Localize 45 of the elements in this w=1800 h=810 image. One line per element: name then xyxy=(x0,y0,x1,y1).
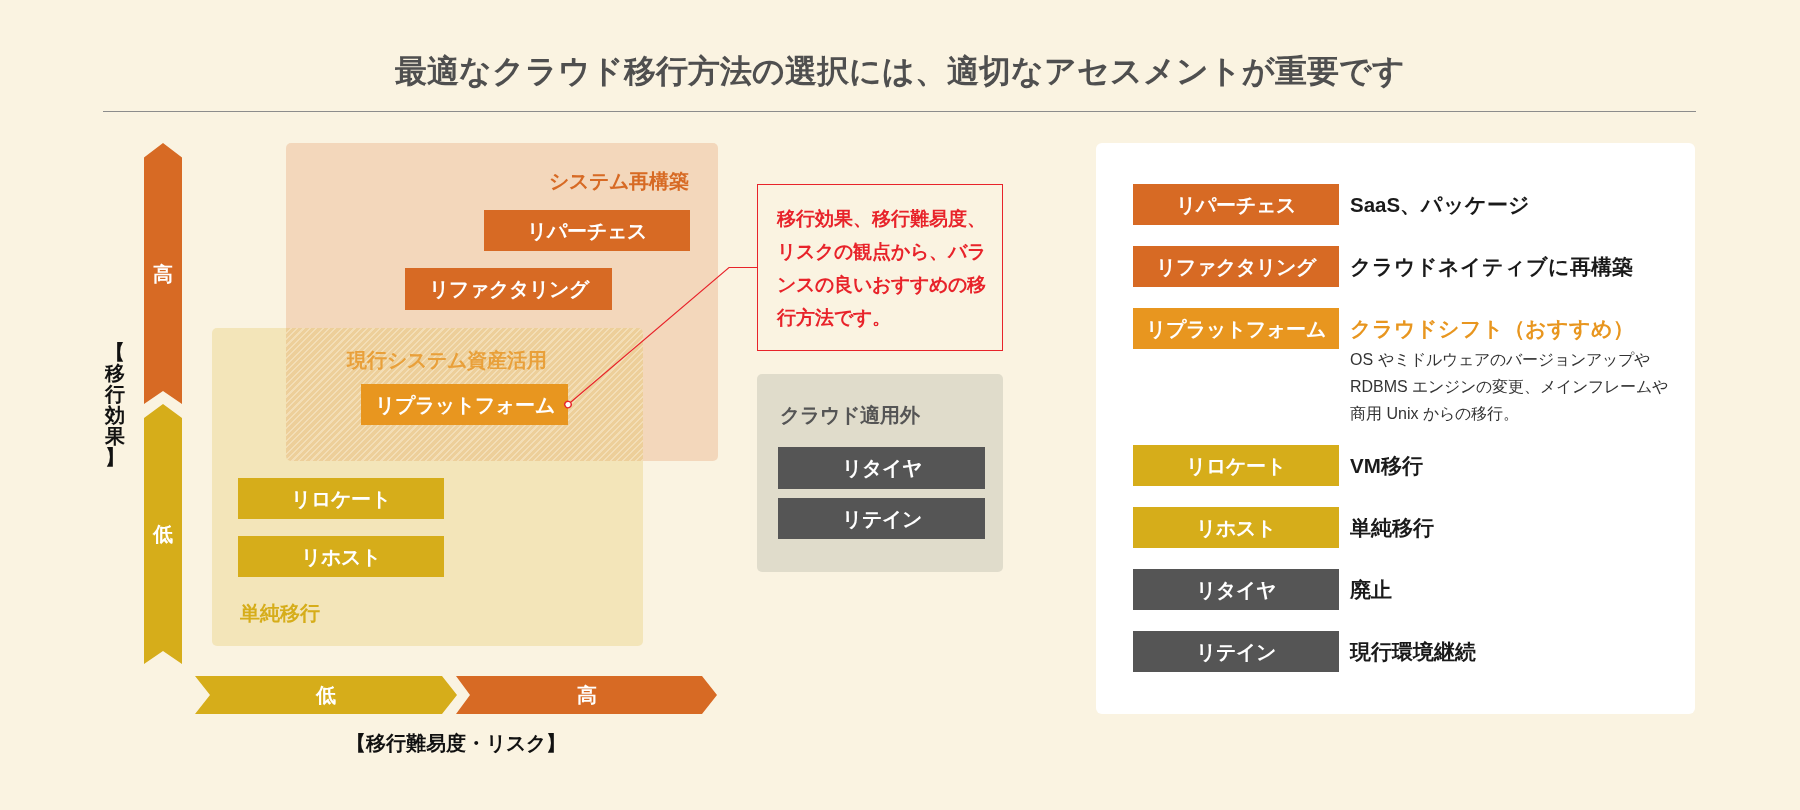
method-tag: リファクタリング xyxy=(1133,246,1339,287)
category-region xyxy=(212,328,643,646)
method-tag: リパーチェス xyxy=(1133,184,1339,225)
axis-level-text: 高 xyxy=(153,261,173,286)
region-title: 現行システム資産活用 xyxy=(347,348,547,372)
method-tag: リテイン xyxy=(1133,631,1339,672)
method-tag: リファクタリング xyxy=(405,268,612,310)
axis-band xyxy=(144,404,182,664)
axis-level-text: 低 xyxy=(153,522,173,546)
axis-band xyxy=(195,676,457,714)
method-tag: リテイン xyxy=(778,498,985,539)
region-title: システム再構築 xyxy=(549,169,689,193)
axis-band xyxy=(456,676,717,714)
description-text: クラウドネイティブに再構築 xyxy=(1350,254,1633,279)
category-region xyxy=(757,374,1003,572)
method-tag: リホスト xyxy=(238,536,444,577)
region-title: クラウド適用外 xyxy=(780,403,920,427)
method-tag: リタイヤ xyxy=(1133,569,1339,610)
overlap-region xyxy=(286,328,643,461)
leader-line xyxy=(564,266,758,409)
description-text: クラウドシフト（おすすめ） xyxy=(1350,316,1634,341)
method-tag: リタイヤ xyxy=(778,447,985,489)
callout-text: 移行効果、移行難易度、リスクの観点から、バランスの良いおすすめの移行方法です。 xyxy=(777,207,986,330)
detail-text: OS やミドルウェアのバージョンアップやRDBMS エンジンの変更、メインフレームや商用 Unix からの移行。 xyxy=(1350,350,1670,424)
axis-title: 【移行効果】 xyxy=(104,342,126,468)
method-tag: リプラットフォーム xyxy=(1133,308,1339,349)
method-tag: リプラットフォーム xyxy=(361,384,568,425)
method-tag: リロケート xyxy=(1133,445,1339,486)
description-text: VM移行 xyxy=(1350,453,1423,478)
description-text: 廃止 xyxy=(1350,577,1392,602)
key-panel xyxy=(1096,143,1695,714)
method-tag: リパーチェス xyxy=(484,210,690,251)
category-region xyxy=(286,143,718,461)
method-tag: リホスト xyxy=(1133,507,1339,548)
axis-band xyxy=(144,143,182,404)
axis-level-text: 高 xyxy=(576,683,597,707)
callout-box xyxy=(757,184,1003,351)
description-text: SaaS、パッケージ xyxy=(1350,192,1531,217)
axis-title: 【移行難易度・リスク】 xyxy=(346,731,566,755)
diagram-title: 最適なクラウド移行方法の選択には、適切なアセスメントが重要です xyxy=(395,51,1405,91)
description-text: 現行環境継続 xyxy=(1350,639,1476,664)
axis-level-text: 低 xyxy=(316,683,336,707)
region-title: 単純移行 xyxy=(240,601,320,625)
description-text: 単純移行 xyxy=(1350,515,1434,540)
method-tag: リロケート xyxy=(238,478,444,519)
